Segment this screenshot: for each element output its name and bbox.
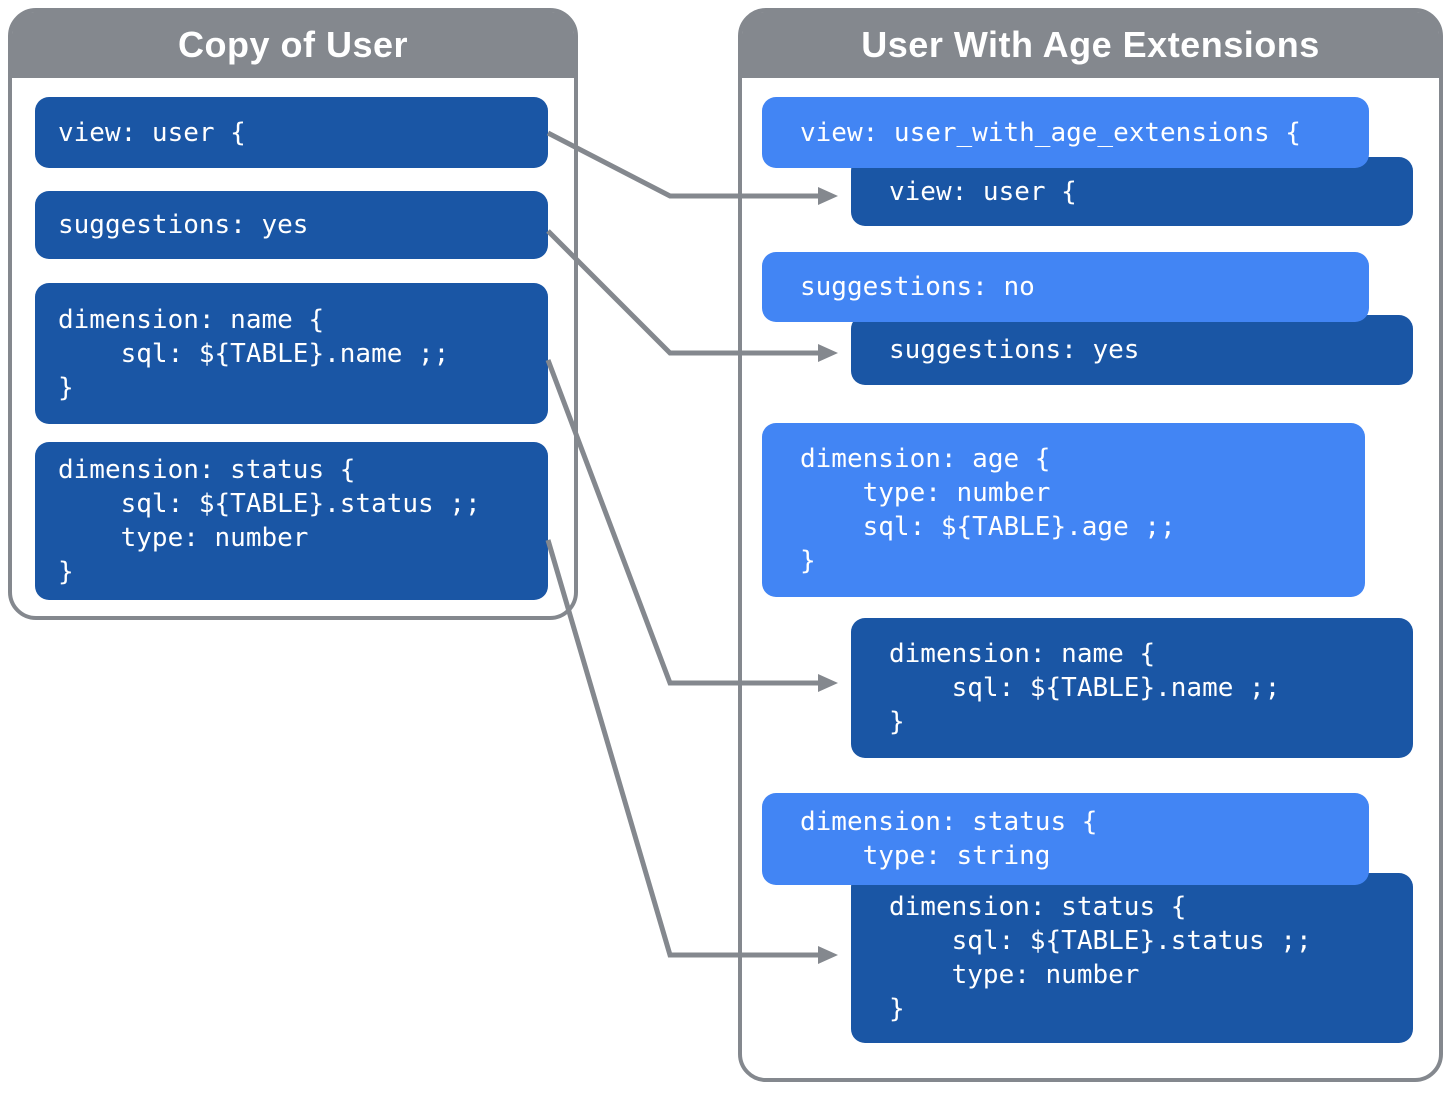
code-block-dimension-status: dimension: status { sql: ${TABLE}.status…	[35, 442, 548, 600]
override-block-dimension-age: dimension: age { type: number sql: ${TAB…	[762, 423, 1365, 597]
override-block-suggestions: suggestions: no	[762, 252, 1369, 322]
code-block-suggestions-yes: suggestions: yes	[35, 191, 548, 259]
code-block-dimension-name: dimension: name { sql: ${TABLE}.name ;; …	[35, 283, 548, 424]
code-block-view-user: view: user {	[35, 97, 548, 168]
left-panel-title: Copy of User	[177, 24, 409, 65]
override-block-view: view: user_with_age_extensions {	[762, 97, 1369, 168]
right-panel-title: User With Age Extensions	[861, 24, 1320, 65]
left-panel-header: Copy of User	[12, 12, 574, 78]
base-block-view: view: user {	[851, 157, 1413, 226]
base-block-dimension-status: dimension: status { sql: ${TABLE}.status…	[851, 873, 1413, 1043]
base-block-dimension-name: dimension: name { sql: ${TABLE}.name ;; …	[851, 618, 1413, 758]
base-block-suggestions: suggestions: yes	[851, 315, 1413, 385]
right-panel-header: User With Age Extensions	[742, 12, 1439, 78]
override-block-dimension-status: dimension: status { type: string	[762, 793, 1369, 885]
